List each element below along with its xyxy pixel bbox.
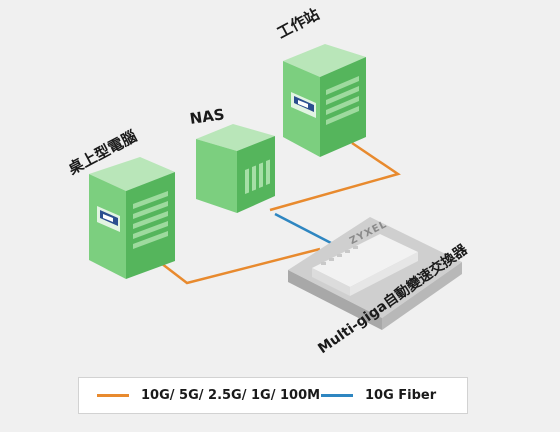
legend-item-copper: 10G/ 5G/ 2.5G/ 1G/ 100M: [97, 378, 320, 413]
nas-box-icon: [196, 124, 275, 213]
fiber-line-swatch: [321, 394, 353, 397]
legend-copper-label: 10G/ 5G/ 2.5G/ 1G/ 100M: [141, 388, 321, 403]
workstation-tower-icon: [283, 44, 366, 157]
desktop-tower-icon: [89, 157, 175, 279]
legend-item-fiber: 10G Fiber: [321, 378, 436, 413]
legend: 10G/ 5G/ 2.5G/ 1G/ 100M 10G Fiber: [78, 377, 468, 414]
copper-line-swatch: [97, 394, 129, 397]
copper-link-workstation: [269, 141, 401, 212]
legend-fiber-label: 10G Fiber: [365, 388, 437, 403]
network-switch-icon: [288, 217, 462, 330]
fiber-link-nas: [274, 212, 332, 245]
